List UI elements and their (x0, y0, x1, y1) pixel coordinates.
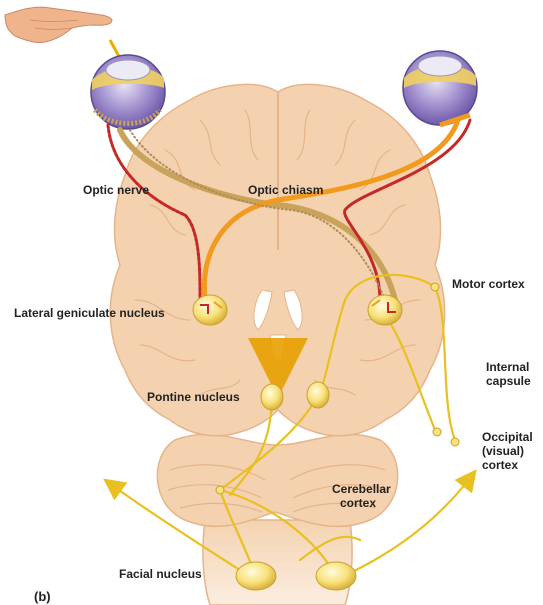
cerebellum (157, 434, 397, 526)
label-occipital-2: (visual) (482, 444, 524, 458)
label-facial-nucleus: Facial nucleus (119, 567, 202, 581)
cerebellar-terminal (216, 486, 224, 494)
pontine-nucleus-left (261, 384, 283, 410)
lgn-left (193, 295, 227, 325)
lgn-right (368, 295, 402, 325)
label-cerebellar-1: Cerebellar (332, 482, 391, 496)
occipital-terminal-2 (433, 428, 441, 436)
panel-label: (b) (34, 590, 51, 604)
label-internal-capsule-1: Internal (486, 360, 529, 374)
occipital-terminal-1 (451, 438, 459, 446)
label-occipital-3: cortex (482, 458, 518, 472)
label-occipital-1: Occipital (482, 430, 533, 444)
label-optic-chiasm: Optic chiasm (248, 183, 323, 197)
label-pontine-nucleus: Pontine nucleus (147, 390, 240, 404)
facial-nucleus-right (316, 562, 356, 590)
label-optic-nerve: Optic nerve (83, 183, 149, 197)
left-eye-icon (91, 55, 165, 129)
right-eye-icon (403, 51, 477, 125)
hand-icon (5, 7, 112, 42)
label-lateral-geniculate-nucleus: Lateral geniculate nucleus (14, 306, 165, 320)
pontine-nucleus-right (307, 382, 329, 408)
motor-cortex-terminal (431, 283, 439, 291)
facial-nucleus-left (236, 562, 276, 590)
label-cerebellar-2: cortex (340, 496, 376, 510)
label-motor-cortex: Motor cortex (452, 277, 525, 291)
label-internal-capsule-2: capsule (486, 374, 531, 388)
